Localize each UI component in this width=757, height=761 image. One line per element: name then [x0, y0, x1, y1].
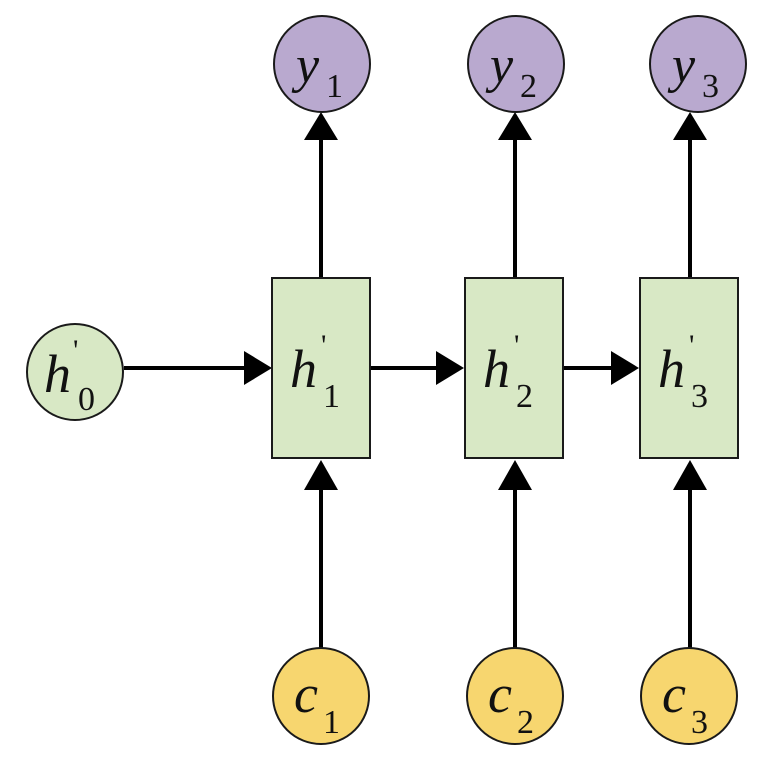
input-subscript: 2 [517, 704, 534, 741]
output-node-y3: y 3 [649, 15, 747, 113]
arrowhead-h3-to-y3 [673, 112, 707, 140]
state-prime: ' [689, 329, 694, 362]
input-symbol: c [294, 664, 318, 724]
input-node-c1: c 1 [272, 647, 370, 745]
output-symbol: y [485, 37, 514, 94]
state-subscript: 1 [323, 378, 340, 415]
input-symbol: c [488, 664, 512, 724]
arrowhead-c1-to-h1 [304, 460, 338, 490]
input-symbol: c [662, 664, 686, 724]
input-node-c3: c 3 [640, 647, 738, 745]
state-prime: ' [514, 329, 519, 362]
state-symbol: h [658, 339, 685, 399]
hidden-state-box-h1: h ' 1 [271, 277, 371, 459]
output-symbol: y [291, 37, 320, 94]
initial-state-node-h0: h ' 0 [26, 323, 124, 421]
output-subscript: 2 [520, 68, 537, 105]
state-subscript: 2 [516, 378, 533, 415]
state-symbol: h [290, 339, 317, 399]
arrowhead-h0-to-h1 [244, 351, 272, 385]
arrowhead-h1-to-h2 [436, 351, 464, 385]
state-symbol: h [44, 344, 71, 404]
arrowhead-h2-to-h3 [611, 351, 639, 385]
hidden-state-box-h2: h ' 2 [464, 277, 564, 459]
output-symbol: y [667, 37, 696, 94]
output-subscript: 1 [326, 68, 343, 105]
state-prime: ' [73, 334, 78, 367]
input-subscript: 3 [691, 704, 708, 741]
state-symbol: h [483, 339, 510, 399]
output-node-y1: y 1 [273, 15, 371, 113]
output-subscript: 3 [702, 68, 719, 105]
arrowhead-h1-to-y1 [304, 112, 338, 140]
arrowhead-c2-to-h2 [498, 460, 532, 490]
output-node-y2: y 2 [467, 15, 565, 113]
input-node-c2: c 2 [466, 647, 564, 745]
arrowhead-h2-to-y2 [498, 112, 532, 140]
hidden-state-box-h3: h ' 3 [639, 277, 739, 459]
state-subscript: 3 [691, 378, 708, 415]
arrowhead-c3-to-h3 [673, 460, 707, 490]
state-subscript: 0 [78, 381, 95, 418]
input-subscript: 1 [323, 704, 340, 741]
state-prime: ' [321, 329, 326, 362]
